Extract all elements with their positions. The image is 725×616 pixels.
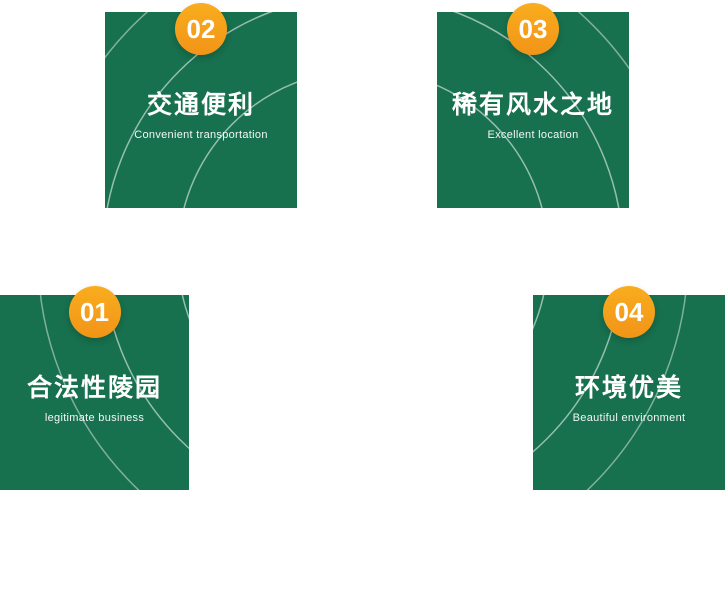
card-number: 03 — [518, 14, 548, 44]
card-number: 01 — [80, 297, 109, 327]
card-number: 02 — [186, 14, 216, 44]
feature-card-02: 02 交通便利 Convenient transportation — [105, 3, 297, 208]
card-number: 04 — [614, 297, 644, 327]
card-subtitle: legitimate business — [44, 412, 145, 424]
feature-card-04: 04 环境优美 Beautiful environment — [533, 286, 725, 490]
card-title: 交通便利 — [146, 91, 255, 119]
number-badge: 03 — [507, 3, 559, 55]
card-title: 稀有风水之地 — [451, 91, 614, 119]
feature-card-01: 01 合法性陵园 legitimate business — [0, 286, 189, 490]
card-subtitle: Excellent location — [487, 129, 579, 141]
card-subtitle: Convenient transportation — [134, 129, 268, 141]
card-subtitle: Beautiful environment — [572, 412, 686, 424]
number-badge: 01 — [68, 286, 121, 338]
feature-card-03: 03 稀有风水之地 Excellent location — [437, 3, 629, 208]
number-badge: 02 — [175, 3, 227, 55]
number-badge: 04 — [603, 286, 655, 338]
card-title: 合法性陵园 — [26, 374, 162, 402]
card-title: 环境优美 — [574, 374, 683, 402]
